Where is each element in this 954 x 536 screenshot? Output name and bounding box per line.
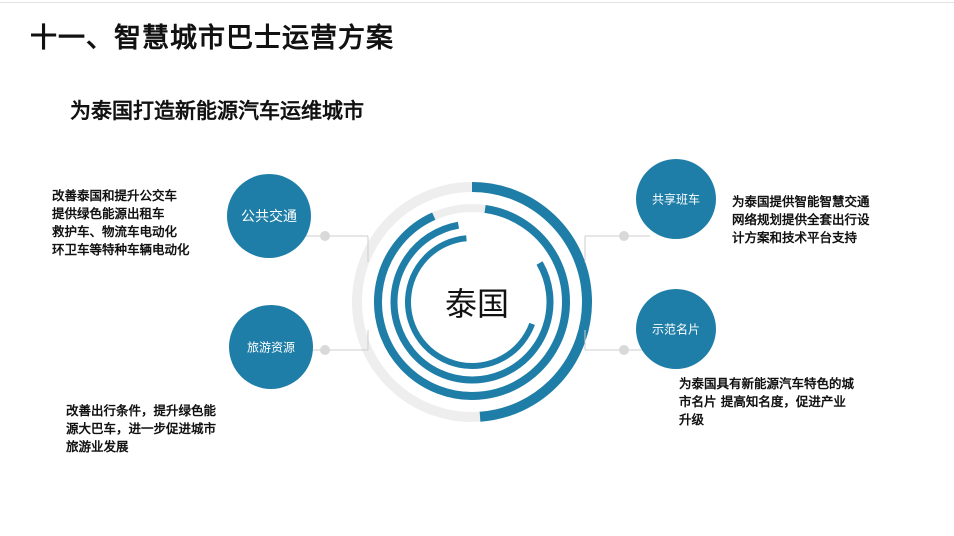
bubble-shared-bus	[636, 159, 716, 239]
bubble-public-transport	[227, 174, 311, 258]
bubble-demo-card	[636, 289, 716, 369]
desc-line: 环卫车等特种车辆电动化	[52, 242, 190, 257]
arc-outer	[471, 182, 592, 422]
desc-line: 改善出行条件，提升绿色能	[66, 403, 217, 418]
bubble-label-demo-card: 示范名片	[651, 322, 701, 337]
desc-demo-card: 为泰国具有新能源汽车特色的城 市名片 提高知名度，促进产业 升级	[679, 375, 854, 429]
desc-line: 改善泰国和提升公交车	[52, 188, 178, 203]
desc-line: 提供绿色能源出租车	[52, 206, 165, 221]
connector-shared-bus	[584, 231, 650, 262]
desc-line: 升级	[679, 412, 705, 427]
desc-line: 救护车、物流车电动化	[52, 224, 178, 239]
desc-line: 网络规划提供全套出行设	[732, 212, 870, 227]
arc-inner	[405, 235, 535, 369]
desc-line: 源大巴车，进一步促进城市	[66, 421, 217, 436]
arc-third	[390, 221, 554, 384]
bubble-label-public-transport: 公共交通	[241, 209, 297, 225]
bubble-tourism	[229, 305, 313, 389]
center-label: 泰国	[444, 285, 510, 323]
bubble-label-shared-bus: 共享班车	[651, 192, 701, 207]
desc-shared-bus: 为泰国提供智能智慧交通 网络规划提供全套出行设 计方案和技术平台支持	[732, 193, 870, 247]
desc-line: 计方案和技术平台支持	[732, 230, 858, 245]
ring-arcs	[374, 182, 592, 422]
bubble-label-tourism: 旅游资源	[246, 340, 296, 355]
desc-public-transport: 改善泰国和提升公交车 提供绿色能源出租车 救护车、物流车电动化 环卫车等特种车辆…	[52, 187, 190, 259]
arc-second	[374, 204, 570, 400]
page-subtitle: 为泰国打造新能源汽车运维城市	[70, 99, 364, 123]
desc-line: 为泰国具有新能源汽车特色的城	[679, 376, 855, 391]
top-divider	[0, 2, 954, 3]
connector-demo-card	[584, 330, 650, 355]
desc-line: 市名片 提高知名度，促进产业	[679, 394, 846, 409]
page-title: 十一、智慧城市巴士运营方案	[30, 23, 394, 54]
desc-tourism: 改善出行条件，提升绿色能 源大巴车，进一步促进城市 旅游业发展	[66, 402, 216, 456]
connector-public-transport	[300, 231, 369, 262]
desc-line: 旅游业发展	[66, 439, 129, 454]
desc-line: 为泰国提供智能智慧交通	[732, 194, 870, 209]
